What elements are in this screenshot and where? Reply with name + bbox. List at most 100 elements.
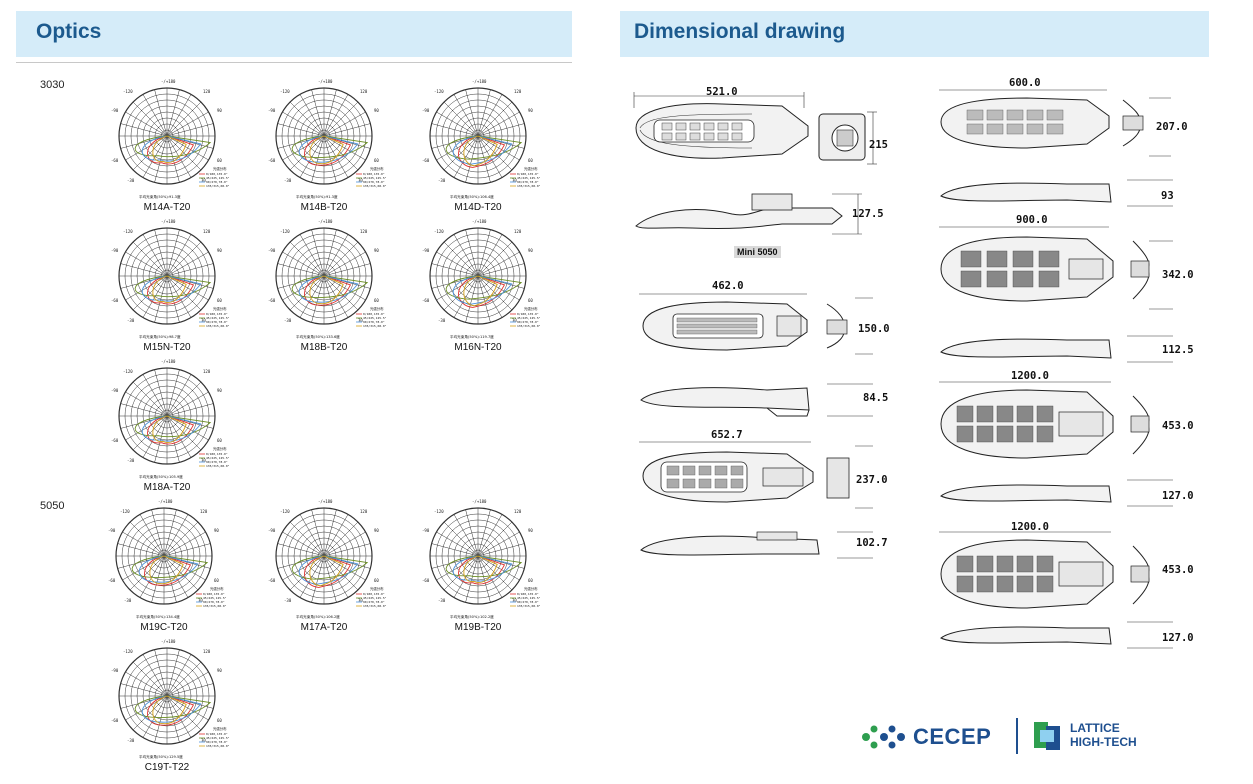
lamp-side-outline: [940, 335, 1173, 363]
polar-tick-label: 60: [374, 158, 379, 163]
dim-462-side: 84.5: [863, 392, 889, 404]
polar-legend-item: 90/270,78.0°: [517, 600, 539, 604]
intensity-curve: [149, 555, 184, 585]
lamp-side-outline: [940, 179, 1173, 207]
polar-tick-label: -60: [111, 438, 119, 443]
dim-1200b-width: 1200.0: [1011, 521, 1049, 533]
polar-tick-label: -/+180: [472, 79, 487, 84]
polar-legend-item: 135/315,68.0°: [206, 324, 230, 328]
intensity-curve: [152, 275, 187, 304]
polar-tick-label: -30: [127, 178, 135, 183]
polar-tick-label: -90: [422, 528, 430, 533]
polar-tick-label: 60: [528, 578, 533, 583]
polar-tick-label: 90: [528, 108, 533, 113]
group-label-3030: 3030: [40, 79, 65, 91]
polar-tick-label: 120: [203, 89, 211, 94]
dim-600-height: 207.0: [1156, 121, 1188, 133]
polar-tick-label: -/+180: [161, 359, 176, 364]
polar-tick-label: -90: [111, 668, 119, 673]
polar-legend-title: 光强分布: [210, 586, 224, 591]
dim-1200b-height: 453.0: [1162, 564, 1194, 576]
polar-legend-item: 45/225,125.5°: [363, 596, 387, 600]
polar-tick-label: 30: [512, 598, 517, 603]
polar-tick-label: 120: [203, 649, 211, 654]
polar-tick-label: -/+180: [472, 219, 487, 224]
dim-1200a-width: 1200.0: [1011, 370, 1049, 382]
polar-tick-label: -90: [268, 108, 276, 113]
polar-tick-label: -/+180: [161, 79, 176, 84]
lattice-logo: LATTICE HIGH-TECH: [1030, 718, 1150, 754]
intensity-curve: [445, 555, 523, 578]
polar-legend-item: 135/315,68.0°: [517, 324, 541, 328]
lamp-top-outline: [939, 226, 1173, 310]
lamp-top-outline: [939, 381, 1150, 459]
polar-tick-label: -30: [124, 598, 132, 603]
polar-legend-item: 45/225,125.5°: [517, 596, 541, 600]
polar-legend-item: 45/225,125.5°: [206, 736, 230, 740]
polar-tick-label: 90: [374, 248, 379, 253]
polar-tick-label: 120: [360, 89, 368, 94]
polar-average-beam: 平均光束角(50%):102.2度: [450, 614, 494, 619]
polar-average-beam: 平均光束角(50%):134.4度: [136, 614, 180, 619]
optic-model-label: M14A-T20: [143, 202, 191, 213]
polar-legend-title: 光强分布: [213, 446, 227, 451]
intensity-curve: [298, 555, 359, 585]
polar-average-beam: 平均光束角(50%):105.9度: [139, 474, 183, 479]
intensity-curve: [134, 695, 212, 718]
polar-tick-label: 90: [217, 108, 222, 113]
optic-model-label: M14B-T20: [300, 202, 348, 213]
intensity-curve: [452, 555, 513, 582]
intensity-curve: [309, 135, 344, 165]
polar-tick-label: -30: [127, 318, 135, 323]
dim-1200a-side: 127.0: [1162, 490, 1194, 502]
polar-legend-item: 135/315,68.0°: [363, 184, 387, 188]
dimensional-header: Dimensional drawing: [620, 11, 1209, 57]
lamp-side-outline: [640, 531, 873, 559]
polar-tick-label: -30: [284, 178, 292, 183]
dim-652-side: 102.7: [856, 537, 888, 549]
optic-model-label: M18B-T20: [300, 342, 348, 353]
polar-tick-label: -60: [422, 158, 430, 163]
polar-tick-label: -60: [111, 158, 119, 163]
polar-tick-label: 60: [217, 158, 222, 163]
dim-652-height: 237.0: [856, 474, 888, 486]
polar-tick-label: 30: [358, 178, 363, 183]
optic-model-label: M18A-T20: [143, 482, 191, 493]
polar-tick-label: -30: [438, 598, 446, 603]
intensity-curve: [445, 135, 523, 160]
dim-mini-width: 521.0: [706, 86, 738, 98]
polar-average-beam: 平均光束角(50%):106.4度: [450, 194, 494, 199]
lamp-top-outline: [939, 89, 1171, 157]
intensity-curve: [463, 275, 498, 307]
cecep-mark-icon: [862, 725, 905, 749]
intensity-curve: [291, 275, 369, 298]
lamp-side-outline: [640, 383, 873, 417]
intensity-curve: [152, 415, 187, 444]
polar-legend-title: 光强分布: [524, 586, 538, 591]
polar-tick-label: 30: [201, 318, 206, 323]
polar-tick-label: 60: [214, 578, 219, 583]
lamp-top-outline: [633, 92, 809, 159]
dim-462-width: 462.0: [712, 280, 744, 292]
polar-legend-item: 0/180,135.0°: [206, 312, 228, 316]
polar-tick-label: -120: [123, 229, 133, 234]
intensity-curve: [291, 555, 369, 580]
intensity-curve: [134, 275, 212, 298]
polar-legend-item: 0/180,135.0°: [206, 452, 228, 456]
intensity-curve: [463, 555, 498, 584]
optics-divider: [16, 62, 572, 63]
polar-legend-item: 90/270,78.0°: [206, 320, 228, 324]
polar-tick-label: -120: [434, 89, 444, 94]
intensity-curve: [147, 275, 195, 305]
